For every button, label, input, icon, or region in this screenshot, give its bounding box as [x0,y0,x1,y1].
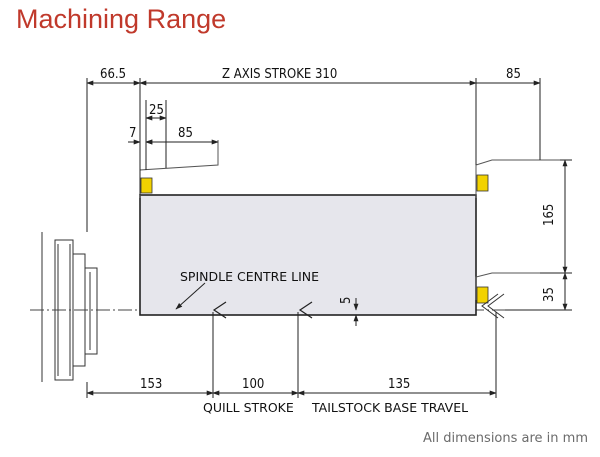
spindle-centre-line-label: SPINDLE CENTRE LINE [180,269,319,284]
quill-arrow-mark [212,301,227,319]
workpiece-range [139,194,477,316]
dim-z-axis-stroke: Z AXIS STROKE 310 [222,67,337,82]
dim-25: 25 [149,103,164,118]
dim-35: 35 [542,287,557,302]
quill-stroke-label: QUILL STROKE [203,400,294,415]
dim-100: 100 [242,377,264,392]
page-title: Machining Range [16,4,227,34]
dim-7: 7 [129,126,136,141]
dim-153: 153 [140,377,162,392]
dim-5: 5 [339,297,354,304]
dim-85-top: 85 [506,67,521,82]
left-tool-marker [140,177,153,194]
right-tool-marker-top [476,174,489,192]
spindle-leader [175,282,206,310]
dim-135: 135 [388,377,410,392]
right-end-mark [481,293,499,319]
right-tool-outline-bottom [475,272,560,300]
units-note: All dimensions are in mm [423,431,588,446]
right-end-mark-2 [487,293,505,319]
tailstock-arrow-mark [298,301,313,319]
chuck-icon [41,232,98,382]
dim-85-inner: 85 [178,126,193,141]
dim-66-5: 66.5 [100,67,126,82]
right-tool-outline-top [475,159,560,198]
tailstock-base-travel-label: TAILSTOCK BASE TRAVEL [311,400,468,415]
right-tool-marker-bottom [476,286,489,304]
dim-165: 165 [542,204,557,226]
